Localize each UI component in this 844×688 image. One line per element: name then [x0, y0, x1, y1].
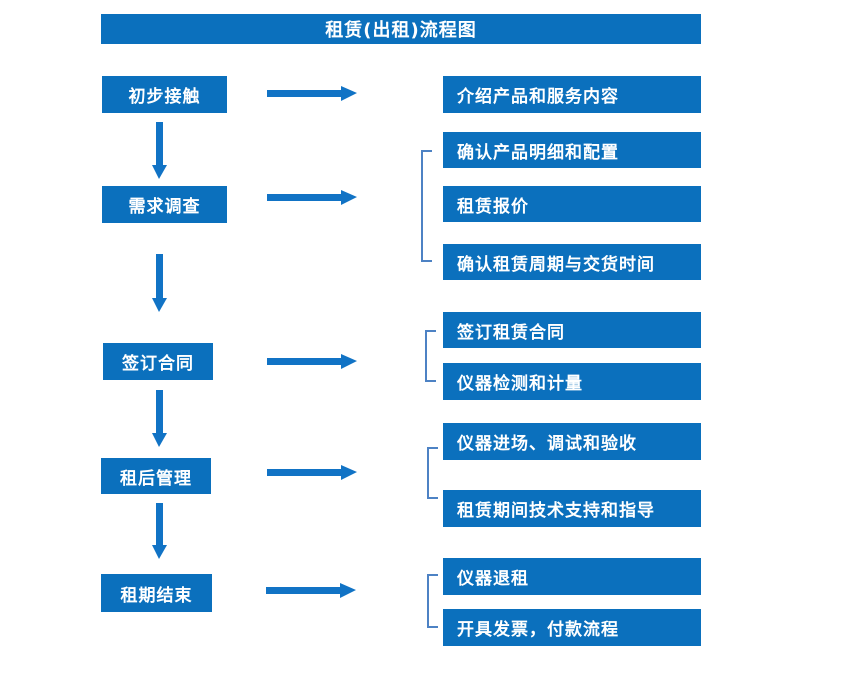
- stage-initial-contact: 初步接触: [102, 76, 227, 113]
- down-arrow-shaft: [156, 254, 163, 298]
- right-arrow-head: [341, 465, 357, 480]
- right-arrow-shaft: [267, 358, 342, 365]
- right-arrow-shaft: [267, 469, 342, 476]
- down-arrow-shaft: [156, 390, 163, 433]
- right-arrow-head: [341, 190, 357, 205]
- down-arrow-head: [152, 298, 167, 312]
- detail-technical-support-during-rental: 租赁期间技术支持和指导: [443, 490, 701, 527]
- detail-label: 开具发票，付款流程: [457, 620, 619, 640]
- detail-confirm-rental-period-delivery: 确认租赁周期与交货时间: [443, 244, 701, 280]
- detail-confirm-product-details: 确认产品明细和配置: [443, 132, 701, 168]
- right-arrow-shaft: [267, 194, 342, 201]
- detail-instrument-entry-commissioning-acceptance: 仪器进场、调试和验收: [443, 423, 701, 460]
- right-arrow-shaft: [267, 90, 342, 97]
- detail-label: 介绍产品和服务内容: [457, 87, 619, 107]
- group-bracket-3: [427, 447, 438, 499]
- right-arrow-5: [266, 583, 356, 598]
- group-bracket-1: [421, 150, 432, 262]
- detail-label: 仪器进场、调试和验收: [457, 434, 637, 454]
- detail-label: 确认租赁周期与交货时间: [457, 254, 655, 275]
- stage-label: 租后管理: [120, 468, 192, 489]
- group-bracket-4: [427, 574, 438, 628]
- detail-label: 租赁期间技术支持和指导: [457, 501, 655, 521]
- detail-instrument-testing-measurement: 仪器检测和计量: [443, 363, 701, 400]
- down-arrow-2: [152, 254, 167, 312]
- stage-rental-end: 租期结束: [101, 574, 212, 612]
- down-arrow-head: [152, 433, 167, 447]
- detail-introduce-products-services: 介绍产品和服务内容: [443, 76, 701, 113]
- down-arrow-shaft: [156, 503, 163, 545]
- stage-post-rental-management: 租后管理: [101, 458, 211, 494]
- down-arrow-head: [152, 545, 167, 559]
- detail-invoice-payment-process: 开具发票，付款流程: [443, 609, 701, 646]
- flowchart-title-label: 租赁(出租)流程图: [325, 20, 477, 41]
- right-arrow-2: [267, 190, 357, 205]
- down-arrow-shaft: [156, 122, 163, 165]
- stage-sign-contract: 签订合同: [103, 343, 213, 380]
- right-arrow-head: [341, 354, 357, 369]
- stage-demand-survey: 需求调查: [102, 186, 227, 223]
- detail-rental-quotation: 租赁报价: [443, 186, 701, 222]
- stage-label: 初步接触: [128, 87, 201, 107]
- right-arrow-1: [267, 86, 357, 101]
- detail-label: 仪器检测和计量: [457, 374, 583, 394]
- detail-label: 仪器退租: [457, 569, 529, 589]
- right-arrow-3: [267, 354, 357, 369]
- detail-label: 租赁报价: [457, 196, 529, 217]
- stage-label: 签订合同: [122, 354, 194, 374]
- right-arrow-head: [341, 86, 357, 101]
- down-arrow-1: [152, 122, 167, 179]
- detail-label: 确认产品明细和配置: [457, 142, 619, 163]
- right-arrow-shaft: [266, 587, 341, 594]
- detail-sign-rental-contract: 签订租赁合同: [443, 312, 701, 348]
- stage-label: 需求调查: [128, 197, 201, 217]
- right-arrow-head: [340, 583, 356, 598]
- down-arrow-3: [152, 390, 167, 447]
- detail-instrument-return: 仪器退租: [443, 558, 701, 595]
- group-bracket-2: [425, 330, 436, 382]
- stage-label: 租期结束: [120, 585, 193, 606]
- down-arrow-4: [152, 503, 167, 559]
- down-arrow-head: [152, 165, 167, 179]
- right-arrow-4: [267, 465, 357, 480]
- flowchart-title: 租赁(出租)流程图: [101, 14, 701, 44]
- detail-label: 签订租赁合同: [457, 322, 565, 343]
